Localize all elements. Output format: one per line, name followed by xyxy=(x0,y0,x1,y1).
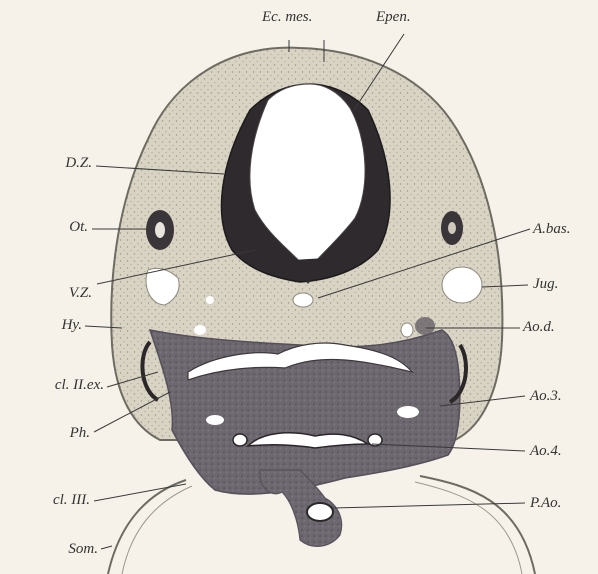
otic-vesicle-left-lumen xyxy=(155,222,165,238)
label-somatopleure: Som. xyxy=(20,542,98,557)
label-hyoid: Hy. xyxy=(20,318,82,333)
dorsal-aorta xyxy=(401,323,413,337)
small-vessel-2 xyxy=(206,296,214,304)
somatopleure-left-inner xyxy=(122,486,192,574)
label-aortic-arch-3: Ao.3. xyxy=(530,389,562,404)
aortic-arch-3-right xyxy=(397,406,419,418)
label-cleft-2-external: cl. II.ex. xyxy=(2,378,104,393)
label-dorsal-aorta: Ao.d. xyxy=(523,320,555,335)
label-basilar-artery: A.bas. xyxy=(533,222,571,237)
label-pharynx: Ph. xyxy=(28,426,90,441)
label-cleft-3: cl. III. xyxy=(2,493,90,508)
label-dorsal-zone: D.Z. xyxy=(28,156,92,171)
label-ventral-zone: V.Z. xyxy=(30,286,92,301)
otic-vesicle-right-lumen xyxy=(448,222,456,234)
somatopleure-right-inner xyxy=(415,482,522,574)
label-aortic-arch-4: Ao.4. xyxy=(530,444,562,459)
label-otic: Ot. xyxy=(30,220,88,235)
aortic-arch-3-left xyxy=(206,415,224,425)
label-jugular: Jug. xyxy=(533,277,558,292)
basilar-artery xyxy=(293,293,313,307)
pulmonary-aorta xyxy=(307,503,333,521)
small-lumen-left xyxy=(233,434,247,446)
label-pulmonary-aorta: P.Ao. xyxy=(530,496,561,511)
small-vessel xyxy=(194,325,206,335)
label-ependyma: Epen. xyxy=(376,10,411,25)
somatopleure-left xyxy=(108,480,186,574)
label-ectoderm-mesoderm: Ec. mes. xyxy=(262,10,312,25)
jugular-vein-right xyxy=(442,267,482,303)
somatopleure-right xyxy=(420,476,535,574)
dorsal-aorta-dark xyxy=(415,317,435,335)
